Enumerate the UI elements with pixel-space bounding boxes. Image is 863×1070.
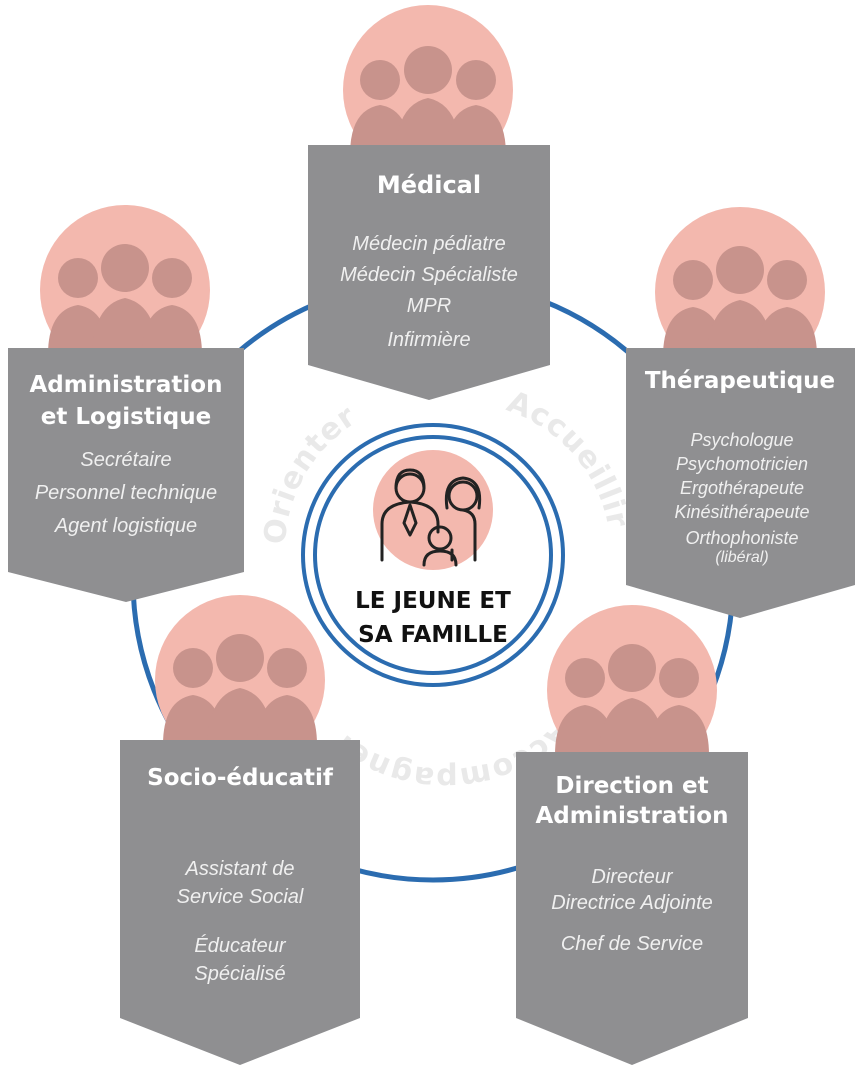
- group-title: Médical: [377, 171, 481, 199]
- panel-administration: [8, 348, 244, 602]
- group-item: Médecin pédiatre: [352, 233, 505, 255]
- group-item: Secrétaire: [80, 449, 171, 471]
- people-icon: [163, 634, 317, 750]
- group-direction: Direction et Administration Directeur Di…: [516, 605, 748, 1065]
- panel-medical: [308, 145, 550, 400]
- group-title: Direction et: [555, 773, 708, 799]
- group-title: Administration: [30, 372, 223, 398]
- group-item: Agent logistique: [54, 515, 197, 537]
- people-icon: [663, 246, 817, 362]
- panel-therapeutique: [626, 348, 855, 618]
- group-item: Directeur: [591, 866, 673, 888]
- center-label-line1: LE JEUNE ET: [355, 588, 511, 614]
- group-title: et Logistique: [41, 404, 211, 430]
- center-hub: LE JEUNE ET SA FAMILLE: [301, 423, 565, 687]
- group-item: Personnel technique: [35, 482, 217, 504]
- panel-direction: [516, 752, 748, 1065]
- group-item: Ergothérapeute: [680, 478, 804, 498]
- group-item: Médecin Spécialiste: [340, 264, 518, 286]
- group-title: Thérapeutique: [645, 368, 835, 394]
- panel-socio: [120, 740, 360, 1065]
- family-icon: [380, 468, 482, 567]
- group-item: Psychomotricien: [676, 454, 808, 474]
- group-item: Spécialisé: [194, 963, 285, 985]
- group-item: Kinésithérapeute: [674, 502, 809, 522]
- group-item: Assistant de: [185, 858, 295, 880]
- group-item: Éducateur: [194, 934, 287, 957]
- group-item: Infirmière: [387, 329, 470, 351]
- group-item: Psychologue: [690, 430, 793, 450]
- group-socio: Socio-éducatif Assistant de Service Soci…: [120, 595, 360, 1065]
- group-item: Directrice Adjointe: [551, 892, 713, 914]
- people-icon: [48, 244, 202, 360]
- center-label-line2: SA FAMILLE: [358, 622, 508, 648]
- group-title: Administration: [536, 803, 729, 829]
- group-title: Socio-éducatif: [147, 765, 334, 791]
- group-item: MPR: [407, 295, 451, 317]
- group-item: (libéral): [715, 549, 768, 566]
- people-icon: [555, 644, 709, 760]
- group-item: Chef de Service: [561, 933, 703, 955]
- people-icon: [350, 46, 506, 160]
- group-therapeutique: Thérapeutique Psychologue Psychomotricie…: [626, 207, 855, 618]
- group-medical: Médical Médecin pédiatre Médecin Spécial…: [308, 5, 550, 400]
- group-administration: Administration et Logistique Secrétaire …: [8, 205, 244, 602]
- group-item: Service Social: [177, 886, 304, 908]
- group-item: Orthophoniste: [685, 528, 798, 548]
